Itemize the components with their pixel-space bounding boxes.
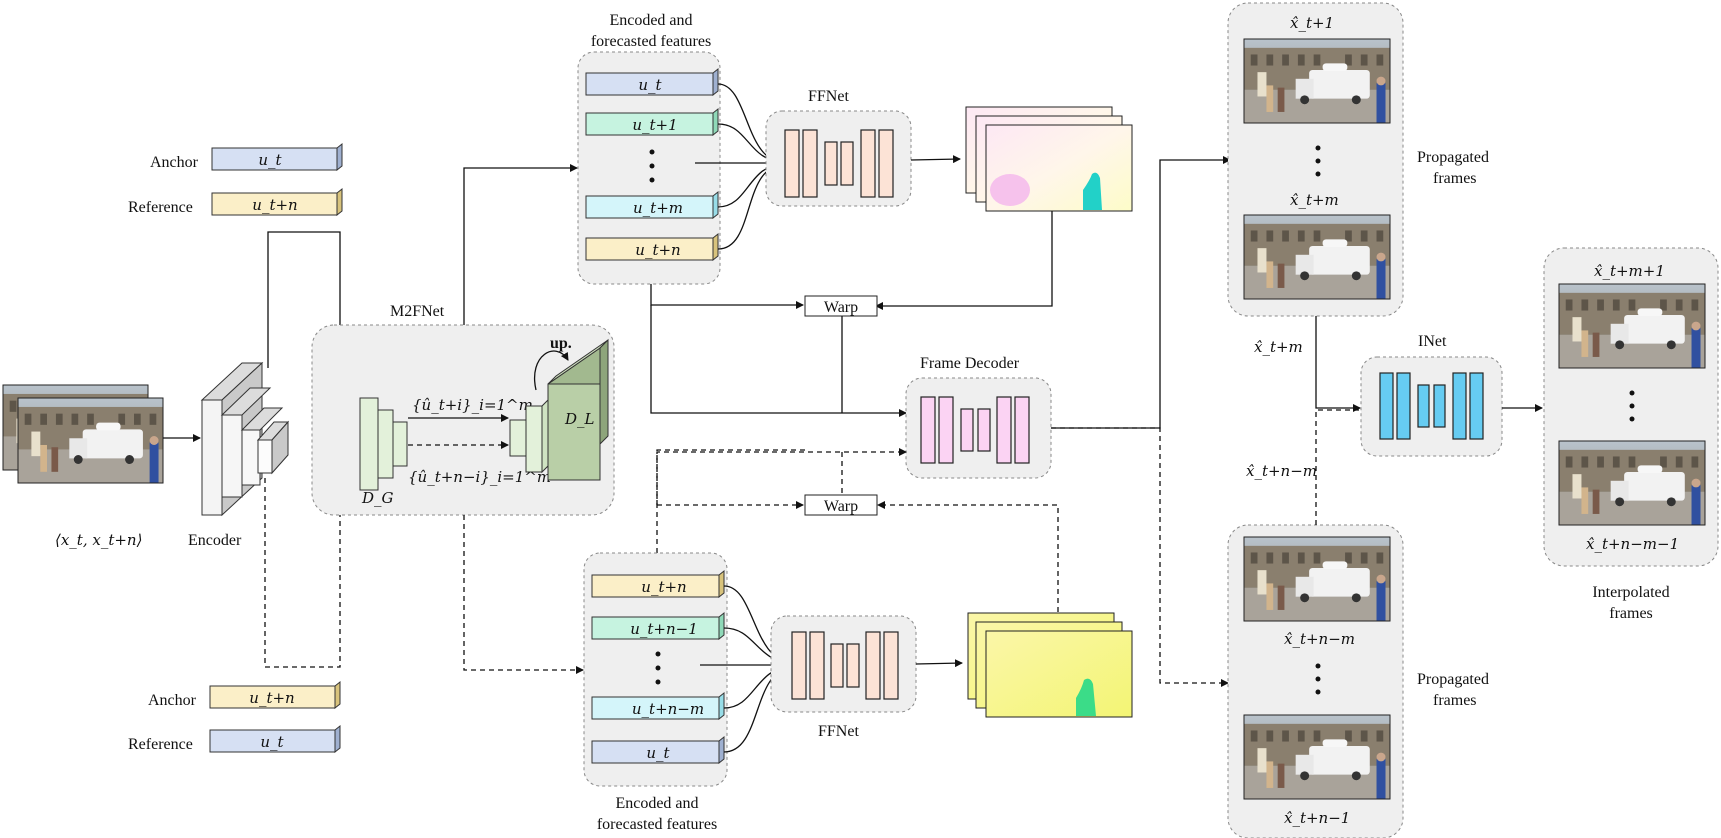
bottom-feat-2: u_t+n−m [591,691,725,721]
flow-maps-top [965,106,1133,212]
inet-panel [1360,356,1503,457]
top-feat-0: u_t [585,67,719,97]
encoded-bottom-label-2: forecasted features [597,816,717,833]
warp-top-label: Warp [824,299,858,316]
svg-text:u_t: u_t [638,76,662,94]
encoded-bottom-label-1: Encoded and [615,795,698,812]
warp-bottom-label: Warp [824,498,858,515]
ffnet-bottom-bars [791,631,899,700]
interp-label-1: x̂_t+n−m−1 [1586,535,1679,553]
svg-text:u_t+n: u_t+n [641,578,686,596]
svg-text:u_t+m: u_t+m [633,199,683,217]
anchor-top-label: Anchor [150,154,199,171]
flow-maps-bottom [967,612,1133,718]
top-feat-3: u_t+n [585,232,719,262]
svg-text:u_t: u_t [646,744,670,762]
anchor-bottom-label: Anchor [148,692,197,709]
svg-text:u_t+n: u_t+n [252,196,297,214]
x-tm-label: x̂_t+m [1254,338,1303,356]
prop-top-frame-0 [1243,38,1391,124]
bottom-feat-3: u_t [591,735,725,765]
inet-label: INet [1418,333,1447,350]
encoder-label: Encoder [188,532,242,549]
svg-text:u_t: u_t [260,733,284,751]
backward-set-label: {û_t+n−i}_i=1^m [408,468,551,486]
bottom-feat-ellipsis [655,651,661,685]
svg-text:u_t+n: u_t+n [635,241,680,259]
prop-top-frame-1 [1243,214,1391,300]
interp-frame-1 [1558,440,1706,526]
propagated-top-label-2: frames [1433,170,1477,187]
ffnet-bottom-label: FFNet [818,723,859,740]
prop-bottom-frame-0 [1243,536,1391,622]
x-tnm-label: x̂_t+n−m [1246,462,1317,480]
dg-block [359,397,408,491]
prop-top-label-1: x̂_t+m [1290,191,1339,209]
input-frames [2,384,164,484]
top-feat-2: u_t+m [585,190,719,220]
anchor-top-feature: u_t [211,142,343,172]
m2fnet-label: M2FNet [390,303,445,320]
propagated-bottom-label-2: frames [1433,692,1477,709]
svg-text:u_t+1: u_t+1 [632,116,677,134]
encoder-block [200,361,290,517]
prop-top-label-0: x̂_t+1 [1290,14,1334,32]
prop-bottom-label-1: x̂_t+n−1 [1284,809,1350,827]
prop-bottom-ellipsis [1315,663,1321,695]
reference-bottom-feature: u_t [209,724,341,754]
ffnet-top-label: FFNet [808,88,849,105]
interp-ellipsis [1629,390,1635,422]
prop-top-ellipsis [1315,145,1321,177]
warp-top-box [804,295,878,317]
reference-top-label: Reference [128,199,193,216]
ffnet-top-bars [784,129,894,198]
dg-label: D_G [361,489,394,507]
anchor-bottom-feature: u_t+n [209,680,341,710]
inet-bars [1379,372,1484,440]
top-feat-1: u_t+1 [585,107,719,137]
svg-text:u_t+n−m: u_t+n−m [632,700,704,718]
interp-frame-0 [1558,283,1706,369]
dl-block [509,338,609,481]
encoded-top-label-2: forecasted features [591,33,711,50]
bottom-features-panel [583,552,728,787]
top-features-panel [577,51,721,285]
top-feat-ellipsis [649,149,655,183]
input-pair-label: ⟨x_t, x_t+n⟩ [55,531,142,549]
propagated-top-label-1: Propagated [1417,149,1489,166]
interpolated-label-2: frames [1609,605,1653,622]
forward-set-label: {û_t+i}_i=1^m [412,396,533,414]
interp-label-0: x̂_t+m+1 [1594,262,1665,280]
encoded-top-label-1: Encoded and [609,12,692,29]
prop-bottom-frame-1 [1243,714,1391,800]
bottom-feat-0: u_t+n [591,569,725,599]
interpolated-label-1: Interpolated [1592,584,1669,601]
svg-text:u_t: u_t [258,151,282,169]
propagated-bottom-label-1: Propagated [1417,671,1489,688]
svg-text:u_t+n−1: u_t+n−1 [630,620,698,638]
reference-top-feature: u_t+n [211,187,343,217]
bottom-feat-1: u_t+n−1 [591,611,725,641]
prop-bottom-label-0: x̂_t+n−m [1284,630,1355,648]
frame-decoder-label: Frame Decoder [920,355,1020,372]
reference-bottom-label: Reference [128,736,193,753]
dl-label: D_L [564,410,595,428]
up-label: up. [550,335,572,352]
svg-text:u_t+n: u_t+n [249,689,294,707]
frame-decoder-bars [920,396,1030,464]
